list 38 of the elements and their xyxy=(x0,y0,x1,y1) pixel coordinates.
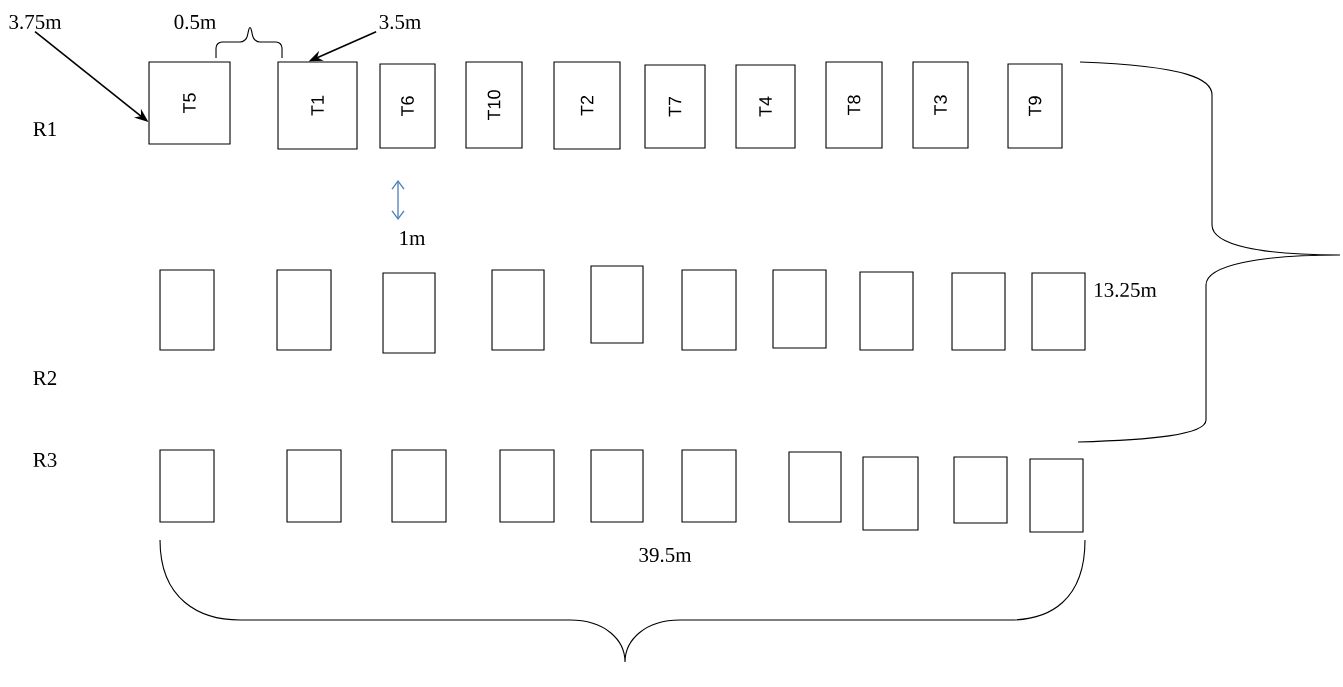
plot-box xyxy=(788,451,842,523)
plot-box: T3 xyxy=(912,61,969,149)
plot-box: T5 xyxy=(148,61,231,145)
plot-box: T10 xyxy=(465,61,523,149)
plot-box: T7 xyxy=(644,64,706,149)
plot-box xyxy=(951,272,1006,351)
plot-box: T1 xyxy=(277,61,358,150)
plot-box xyxy=(499,449,555,523)
plot-box xyxy=(862,456,919,531)
plot-box xyxy=(159,269,215,351)
dimension-label: 39.5m xyxy=(639,547,692,563)
plot-box xyxy=(681,449,737,523)
row-label: R1 xyxy=(33,122,56,136)
plot-box xyxy=(772,269,827,349)
plot-box xyxy=(491,269,545,351)
plot-box xyxy=(859,271,914,351)
plot-box: T6 xyxy=(379,63,436,149)
plot-box: T2 xyxy=(553,61,621,150)
plot-box xyxy=(1031,272,1086,351)
plot-box xyxy=(159,449,215,523)
plot-box xyxy=(953,456,1008,524)
plot-box xyxy=(1029,458,1084,533)
dimension-label: 3.75m xyxy=(9,14,62,30)
dimension-label: 0.5m xyxy=(174,14,216,30)
plot-box: T4 xyxy=(735,64,796,149)
plot-box xyxy=(590,265,644,344)
plot-box xyxy=(681,269,737,351)
plot-box xyxy=(382,272,436,354)
plot-box: T8 xyxy=(825,61,883,149)
plot-box xyxy=(590,449,644,523)
row-label: R2 xyxy=(33,371,57,385)
plot-box xyxy=(286,449,342,523)
plot-box xyxy=(276,269,332,351)
dimension-label: 3.5m xyxy=(379,14,421,30)
row-label: R3 xyxy=(33,452,57,468)
plot-box xyxy=(391,449,447,523)
plot-box: T9 xyxy=(1007,63,1063,149)
dimension-label: 1m xyxy=(400,231,426,245)
